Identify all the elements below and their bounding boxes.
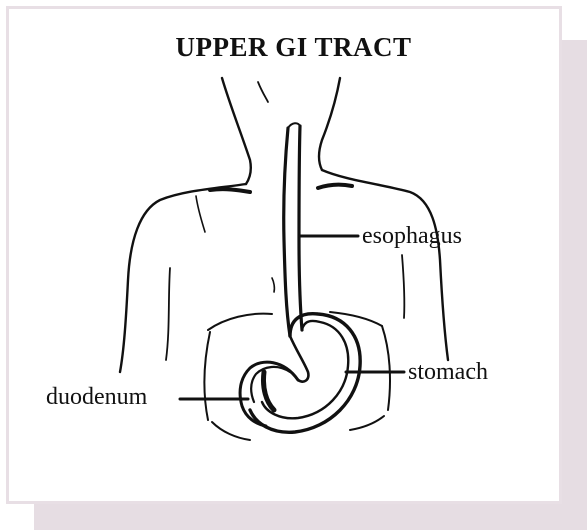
right-abdomen-outline — [382, 326, 390, 410]
left-collarbone — [210, 189, 250, 192]
esophagus-top-cap — [288, 123, 300, 128]
left-shoulder-outline — [120, 184, 246, 372]
right-armpit-line — [402, 255, 404, 318]
duodenum-inner — [251, 367, 290, 402]
collarbone-mark — [196, 196, 205, 232]
right-collarbone — [318, 185, 352, 188]
stomach-outer — [250, 314, 360, 433]
left-abdomen-outline — [204, 332, 210, 420]
esophagus-right-wall — [299, 126, 302, 330]
esophagus-left-wall — [284, 128, 290, 336]
stomach-label: stomach — [408, 360, 488, 384]
neck-left-outline — [222, 78, 251, 184]
left-armpit-line — [166, 268, 170, 360]
lower-abdomen-right — [350, 416, 384, 430]
duodenum-label: duodenum — [46, 385, 147, 409]
throat-line — [258, 82, 268, 102]
lower-abdomen-left — [212, 422, 250, 440]
stomach-shading — [263, 372, 274, 410]
stomach-inner — [262, 321, 348, 418]
left-rib-arc — [208, 314, 272, 330]
right-shoulder-outline — [322, 170, 448, 360]
neck-right-outline — [319, 78, 340, 170]
chest-mark — [272, 278, 274, 292]
esophagus-label: esophagus — [362, 224, 462, 248]
